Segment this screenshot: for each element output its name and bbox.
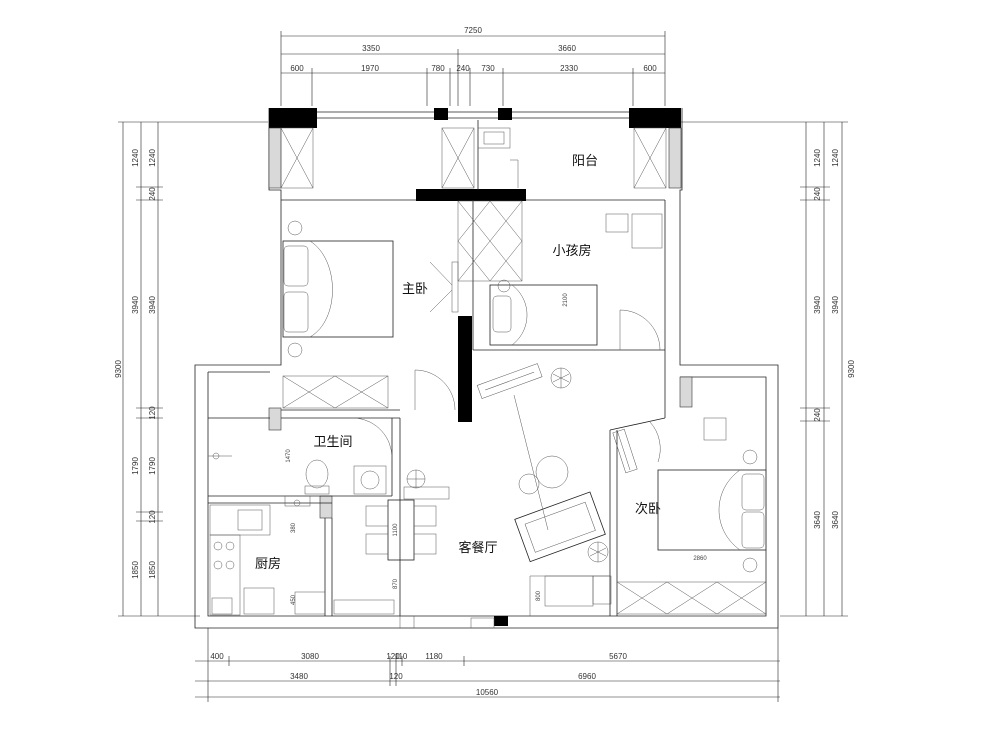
dim-bottom-detail-2: 3080 xyxy=(301,652,319,661)
dim-top-detail-5: 730 xyxy=(481,64,495,73)
master-bedroom xyxy=(280,127,475,411)
dim-left-outer: 9300 xyxy=(114,360,123,378)
kids-room xyxy=(457,200,663,351)
dim-top-detail-1: 600 xyxy=(290,64,304,73)
dim-left-seg-3b: 3940 xyxy=(148,296,157,314)
label-kitchen-a: 380 xyxy=(291,522,297,533)
dim-bottom-detail-5: 1180 xyxy=(425,652,443,661)
dim-top-mid-2: 3660 xyxy=(558,44,576,53)
dim-left-seg-1b: 1240 xyxy=(148,149,157,167)
dim-left-seg-4: 120 xyxy=(148,406,157,420)
label-bathroom: 卫生间 xyxy=(313,435,352,450)
master-bed xyxy=(282,240,394,338)
top-dimension-lines xyxy=(280,31,666,106)
balcony xyxy=(477,127,667,189)
structural-columns xyxy=(268,127,693,519)
living-room xyxy=(470,363,612,629)
label-master-bedroom: 主卧 xyxy=(402,282,428,297)
dim-bottom-mid-2: 120 xyxy=(389,672,403,681)
dim-top-detail-2: 1970 xyxy=(361,64,379,73)
label-second-bedroom: 次卧 xyxy=(635,501,661,517)
dim-left-seg-5a: 1790 xyxy=(131,457,140,475)
sofa xyxy=(514,491,606,563)
dim-bottom-detail-1: 400 xyxy=(210,652,224,661)
dim-top-detail-4: 240 xyxy=(456,64,470,73)
dim-top-total: 7250 xyxy=(464,26,482,35)
label-kids-bed-length: 2100 xyxy=(563,293,569,307)
dim-left-seg-5b: 1790 xyxy=(148,457,157,475)
dim-top-detail-3: 780 xyxy=(431,64,445,73)
label-living-dining: 客餐厅 xyxy=(458,540,497,556)
bottom-dimension-lines xyxy=(195,628,780,702)
dim-bottom-detail-4: 110 xyxy=(395,652,408,661)
label-tv-depth: 800 xyxy=(536,590,542,601)
dim-right-seg-2: 240 xyxy=(813,187,822,201)
bathroom xyxy=(208,417,393,507)
right-dimension-lines xyxy=(680,121,848,617)
dim-right-outer: 9300 xyxy=(847,360,856,378)
exterior-walls xyxy=(194,108,779,629)
dim-left-seg-2: 240 xyxy=(148,187,157,201)
label-kitchen-b: 450 xyxy=(291,594,297,605)
dim-right-seg-5b: 3640 xyxy=(831,511,840,529)
dim-right-seg-1a: 1240 xyxy=(813,149,822,167)
second-bedroom xyxy=(612,377,767,616)
dim-left-seg-3a: 3940 xyxy=(131,296,140,314)
kitchen xyxy=(209,504,326,616)
dim-top-detail-6: 2330 xyxy=(560,64,578,73)
dim-top-detail-7: 600 xyxy=(643,64,657,73)
dim-right-seg-5a: 3640 xyxy=(813,511,822,529)
label-kitchen: 厨房 xyxy=(255,556,281,572)
dim-right-seg-3a: 3940 xyxy=(813,296,822,314)
dim-right-seg-3b: 3940 xyxy=(831,296,840,314)
dim-bottom-detail-3: 120 xyxy=(386,652,400,661)
dim-left-seg-7b: 1850 xyxy=(148,561,157,579)
dim-bottom-mid-3: 6960 xyxy=(578,672,596,681)
dim-bottom-total: 10560 xyxy=(476,688,499,697)
label-dining-a: 1100 xyxy=(393,523,399,537)
kids-bed xyxy=(489,284,598,346)
dining-area xyxy=(333,469,450,629)
label-dining-b: 870 xyxy=(393,578,399,589)
dim-bottom-detail-6: 5670 xyxy=(609,652,627,661)
label-kids-room: 小孩房 xyxy=(552,243,591,259)
dim-left-seg-7a: 1850 xyxy=(131,561,140,579)
label-second-bed-length: 2860 xyxy=(693,556,707,562)
dim-left-seg-6: 120 xyxy=(148,510,157,524)
dim-top-mid-1: 3350 xyxy=(362,44,380,53)
dim-left-seg-1a: 1240 xyxy=(131,149,140,167)
label-balcony: 阳台 xyxy=(572,154,598,169)
dim-bottom-mid-1: 3480 xyxy=(290,672,308,681)
dim-right-seg-1b: 1240 xyxy=(831,149,840,167)
dim-right-seg-4: 240 xyxy=(813,408,822,422)
label-bath-depth: 1470 xyxy=(286,449,292,463)
left-dimension-lines xyxy=(118,121,268,617)
dining-table xyxy=(387,499,415,561)
